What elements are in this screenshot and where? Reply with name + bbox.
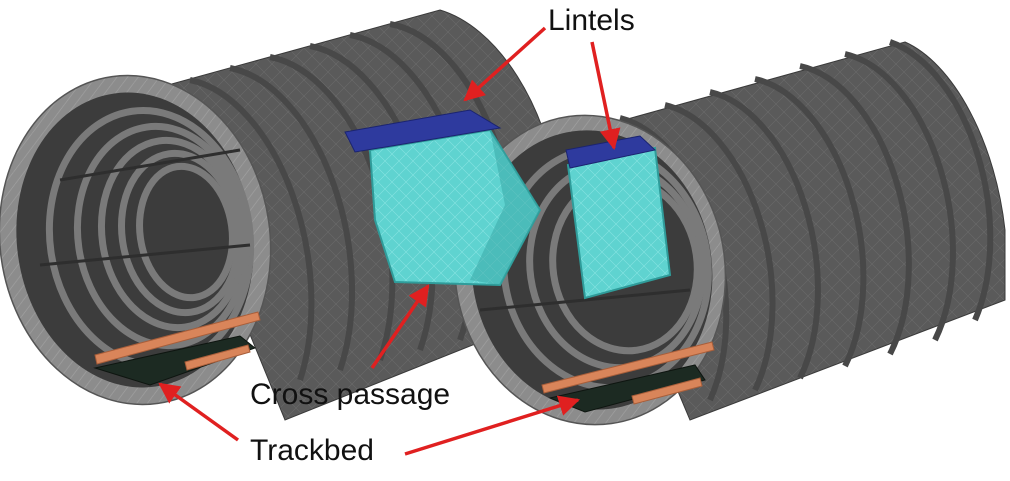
arrow-pointer-icon [404,395,581,456]
left-lintel [344,109,502,153]
right-cross-passage-opening [566,146,672,300]
left-rail-1 [94,311,261,365]
cross-passage [344,109,542,287]
callout-arrows [158,26,621,456]
arrow-pointer-icon [158,382,240,442]
right-rail-1 [541,341,715,394]
label-trackbed: Trackbed [250,434,374,467]
right-rail-2 [631,377,703,405]
label-lintels: Lintels [548,4,635,37]
cross-passage-shade [470,130,540,285]
left-tunnel-seams [39,148,251,267]
left-trackbed [93,335,257,386]
arrow-pointer-icon [370,284,430,369]
right-tunnel-rings [619,39,994,402]
arrow-pointer-icon [463,26,547,102]
right-tunnel-seams [479,288,691,312]
arrow-pointer-icon [590,41,621,151]
label-cross-passage: Cross passage [250,378,450,411]
left-rail-2 [184,344,251,371]
